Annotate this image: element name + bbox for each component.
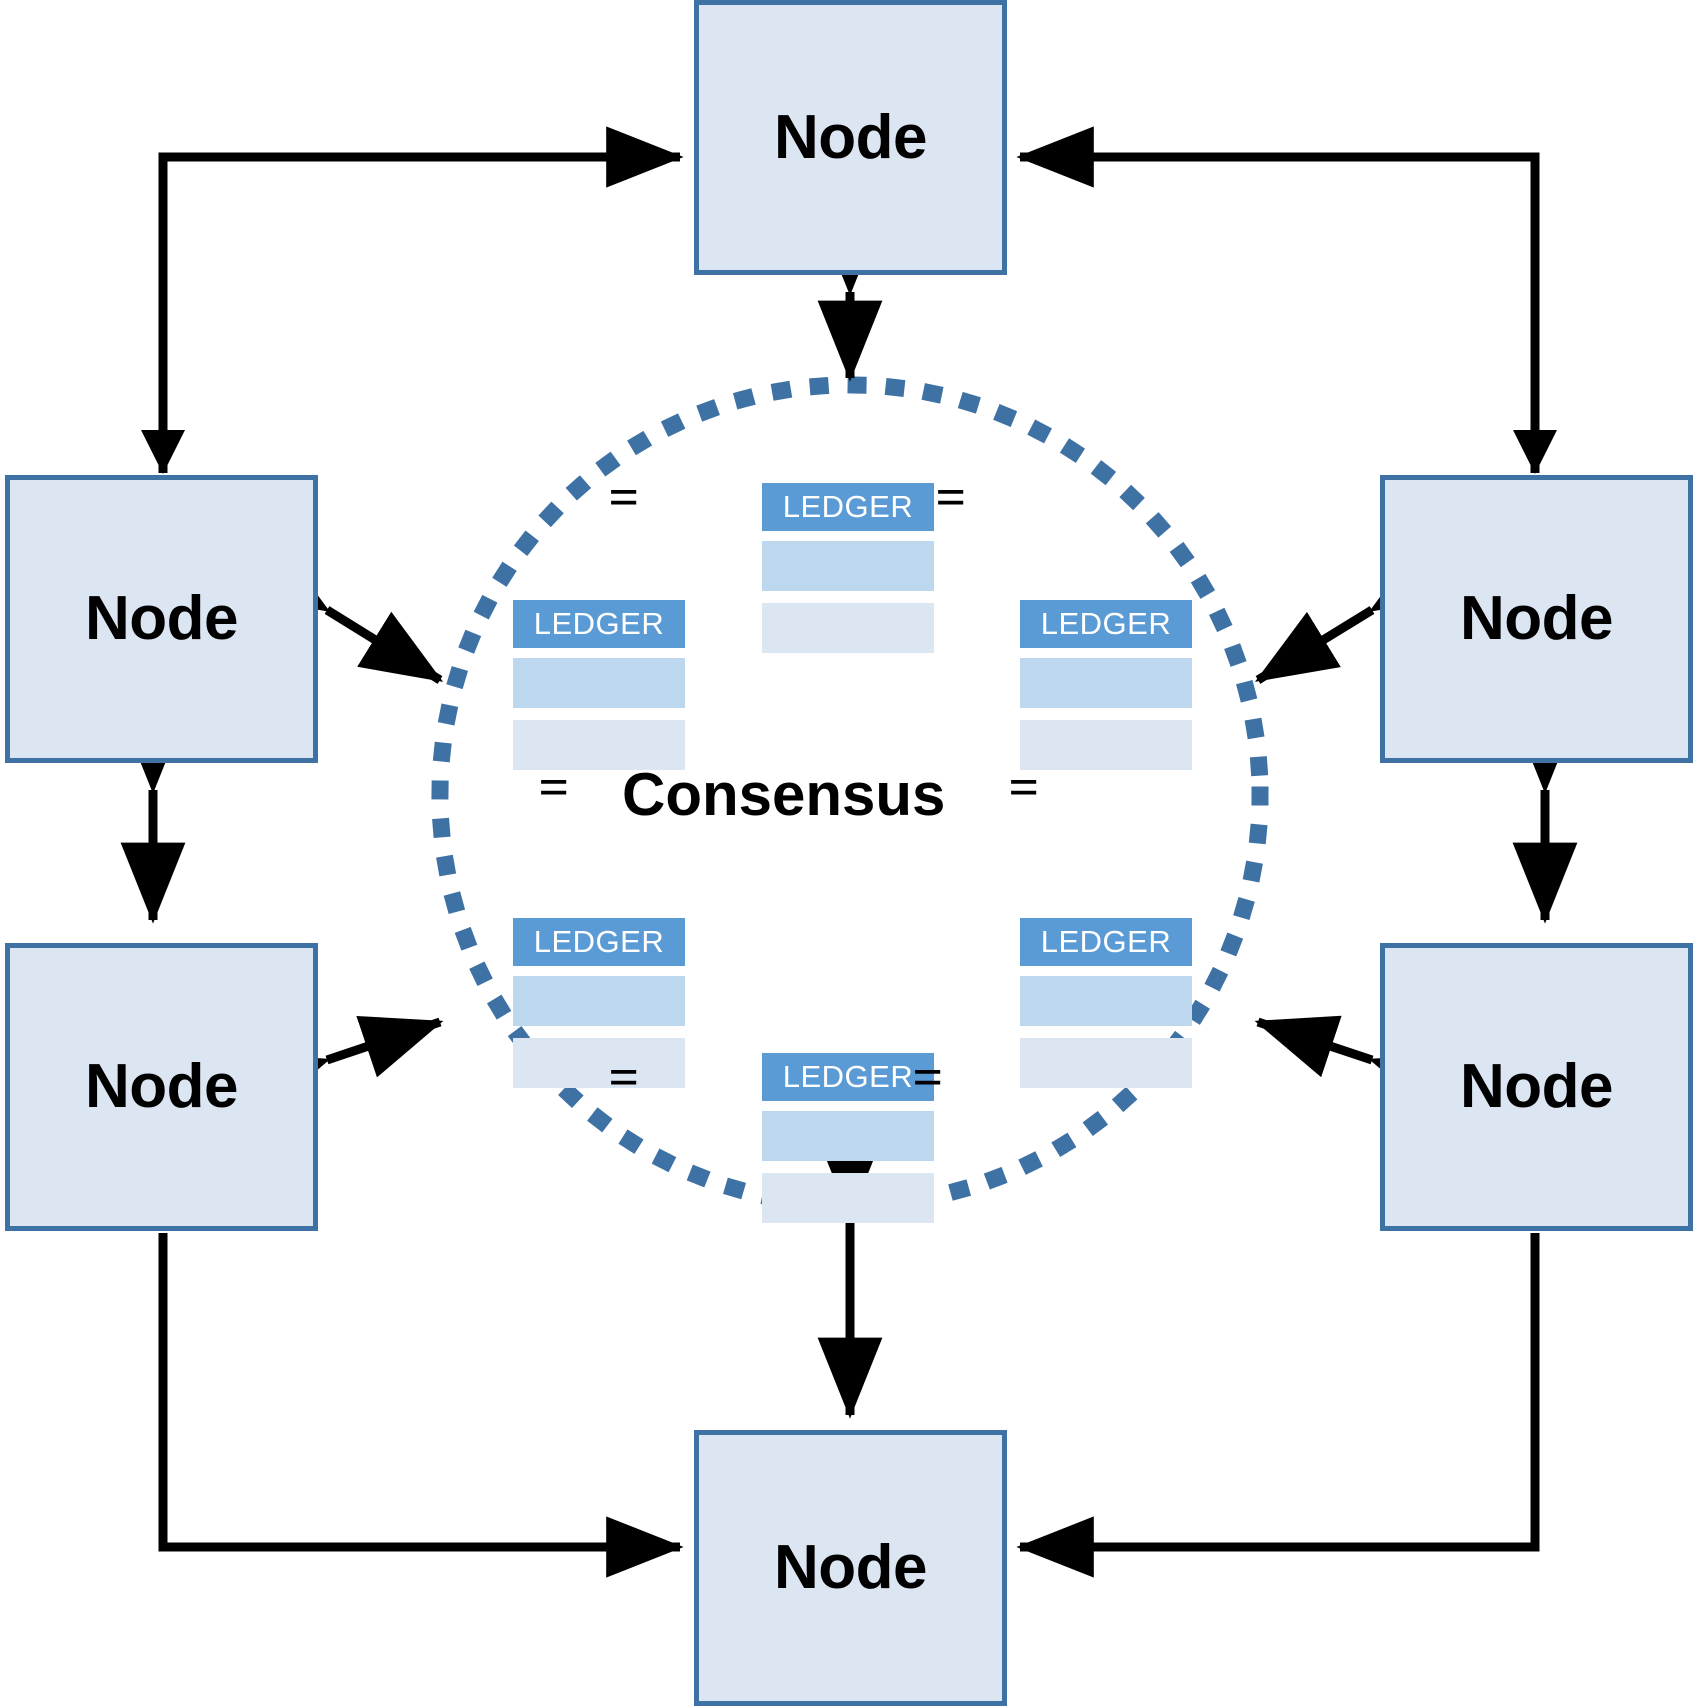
node-label: Node bbox=[1460, 1052, 1614, 1121]
equals-icon-mid-left: = bbox=[538, 757, 569, 817]
equals-icon-bottom-right: = bbox=[912, 1047, 943, 1107]
ledger-card-upper-right[interactable]: LEDGER bbox=[1020, 600, 1192, 770]
node-box-left-upper[interactable]: Node bbox=[5, 475, 318, 763]
arrow-leftlower-to-circle bbox=[243, 1015, 444, 1116]
node-box-right-upper[interactable]: Node bbox=[1380, 475, 1693, 763]
ledger-row-1 bbox=[762, 541, 934, 591]
arrow-leftlower-to-bottom bbox=[158, 1233, 684, 1578]
ledger-header: LEDGER bbox=[1020, 600, 1192, 648]
arrow-leftupper-to-top bbox=[158, 126, 684, 473]
arrow-rightlower-to-circle bbox=[1254, 1015, 1456, 1116]
node-label: Node bbox=[85, 1052, 239, 1121]
arrowhead-into-rightupper bbox=[1513, 430, 1557, 474]
ledger-header: LEDGER bbox=[762, 1053, 934, 1101]
equals-icon-bottom-left: = bbox=[608, 1047, 639, 1107]
ledger-header: LEDGER bbox=[513, 600, 685, 648]
equals-icon-top-left: = bbox=[608, 467, 639, 527]
arrow-leftupper-to-circle bbox=[244, 541, 444, 684]
arrowhead-into-leftupper bbox=[141, 430, 185, 474]
ledger-header: LEDGER bbox=[1020, 918, 1192, 966]
ledger-row-2 bbox=[1020, 1038, 1192, 1088]
ledger-card-bottom[interactable]: LEDGER bbox=[762, 1053, 934, 1223]
ledger-row-1 bbox=[762, 1111, 934, 1161]
node-box-left-lower[interactable]: Node bbox=[5, 943, 318, 1231]
ledger-row-2 bbox=[762, 1173, 934, 1223]
equals-icon-top-right: = bbox=[935, 467, 966, 527]
node-label: Node bbox=[1460, 584, 1614, 653]
node-label: Node bbox=[774, 1533, 928, 1602]
node-box-right-lower[interactable]: Node bbox=[1380, 943, 1693, 1231]
ledger-row-2 bbox=[762, 603, 934, 653]
ledger-header: LEDGER bbox=[513, 918, 685, 966]
node-label: Node bbox=[774, 102, 928, 172]
node-box-bottom[interactable]: Node bbox=[694, 1430, 1007, 1706]
ledger-row-1 bbox=[1020, 976, 1192, 1026]
arrow-rightlower-to-bottom bbox=[1016, 1233, 1540, 1578]
ledger-row-2 bbox=[513, 1038, 685, 1088]
ledger-row-1 bbox=[513, 658, 685, 708]
ledger-card-lower-left[interactable]: LEDGER bbox=[513, 918, 685, 1088]
ledger-row-1 bbox=[513, 976, 685, 1026]
equals-icon-mid-right: = bbox=[1008, 757, 1039, 817]
arrow-rightupper-to-top bbox=[1016, 126, 1540, 473]
arrow-rightupper-to-circle bbox=[1254, 541, 1455, 684]
consensus-label: Consensus bbox=[622, 761, 946, 828]
ledger-card-upper-left[interactable]: LEDGER bbox=[513, 600, 685, 770]
ledger-row-2 bbox=[1020, 720, 1192, 770]
ledger-card-lower-right[interactable]: LEDGER bbox=[1020, 918, 1192, 1088]
ledger-header: LEDGER bbox=[762, 483, 934, 531]
node-label: Node bbox=[85, 584, 239, 653]
node-box-top[interactable]: Node bbox=[694, 0, 1007, 275]
ledger-card-top[interactable]: LEDGER bbox=[762, 483, 934, 653]
ledger-row-1 bbox=[1020, 658, 1192, 708]
ledger-row-2 bbox=[513, 720, 685, 770]
